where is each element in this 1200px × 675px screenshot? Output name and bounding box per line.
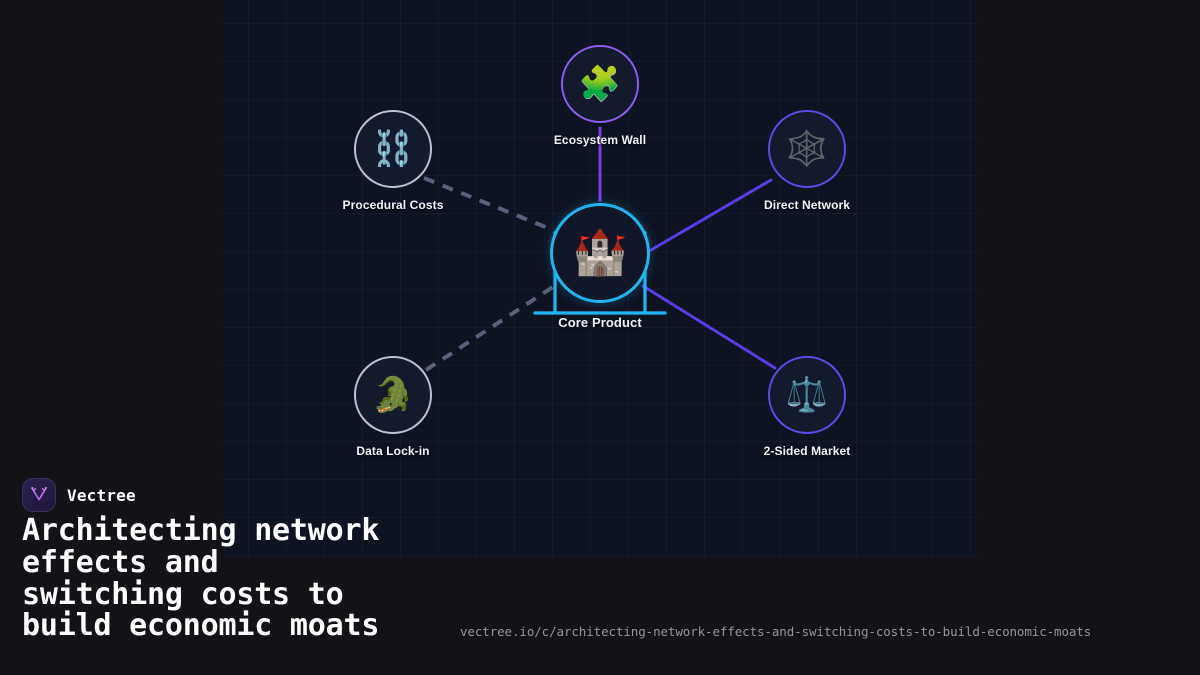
edge-procedural-to-core <box>423 176 554 232</box>
chains-icon: ⛓️ <box>371 130 415 168</box>
puzzle-piece-icon: 🧩 <box>578 65 622 103</box>
diagram-canvas[interactable]: 🏰 Core Product 🧩 Ecosystem Wall ⛓️ Procedural… <box>223 0 977 557</box>
node-disc-ecosystem[interactable]: 🧩 <box>561 45 639 123</box>
logo-glyph <box>31 486 47 501</box>
edge-two-sided-market-to-core <box>641 284 777 370</box>
node-disc-core[interactable]: 🏰 <box>550 203 650 303</box>
node-label-two-sided-market: 2-Sided Market <box>763 444 851 458</box>
node-disc-procedural[interactable]: ⛓️ <box>354 110 432 188</box>
node-two-sided-market[interactable]: ⚖️ 2-Sided Market <box>727 356 887 458</box>
node-label-data-lockin: Data Lock-in <box>356 444 430 458</box>
node-label-core: Core Product <box>558 315 642 330</box>
node-disc-data-lockin[interactable]: 🐊 <box>354 356 432 434</box>
crocodile-icon: 🐊 <box>371 376 415 414</box>
node-data-lockin[interactable]: 🐊 Data Lock-in <box>313 356 473 458</box>
page-title: Architecting network effects and switchi… <box>22 513 380 644</box>
source-url: vectree.io/c/architecting-network-effect… <box>460 624 1092 639</box>
edge-direct-network-to-core <box>649 178 773 252</box>
brand: Vectree <box>22 478 136 512</box>
balance-scales-icon: ⚖️ <box>785 376 829 414</box>
node-label-ecosystem: Ecosystem Wall <box>553 133 647 147</box>
node-label-procedural: Procedural Costs <box>342 198 444 212</box>
node-ecosystem[interactable]: 🧩 Ecosystem Wall <box>520 45 680 147</box>
node-direct-network[interactable]: 🕸️ Direct Network <box>727 110 887 212</box>
node-disc-direct-network[interactable]: 🕸️ <box>768 110 846 188</box>
edge-layer <box>423 126 777 372</box>
brand-name: Vectree <box>67 485 136 505</box>
node-disc-two-sided-market[interactable]: ⚖️ <box>768 356 846 434</box>
node-core[interactable]: 🏰 Core Product <box>520 203 680 330</box>
node-procedural[interactable]: ⛓️ Procedural Costs <box>313 110 473 212</box>
spider-web-icon: 🕸️ <box>785 130 829 168</box>
vectree-v-logo-icon <box>22 478 56 512</box>
edge-data-lockin-to-core <box>424 281 561 372</box>
node-label-direct-network: Direct Network <box>763 198 851 212</box>
castle-icon: 🏰 <box>572 228 628 277</box>
